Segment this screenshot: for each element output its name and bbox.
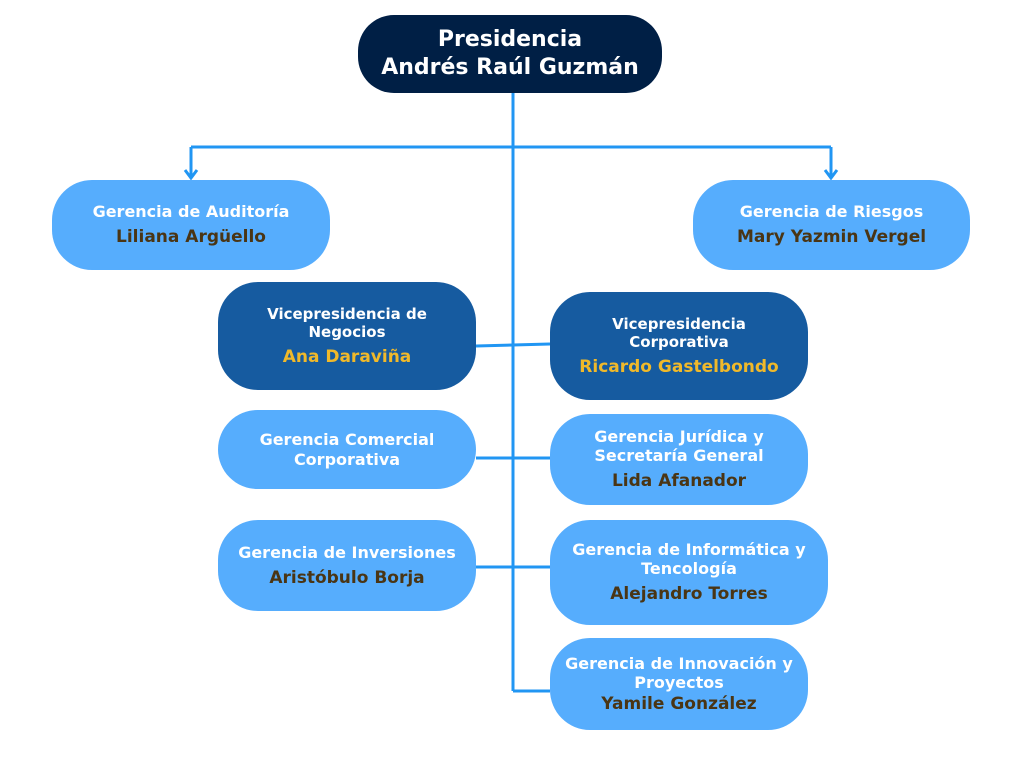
node-title: Vicepresidencia Corporativa (612, 314, 746, 351)
node-title: Vicepresidencia de Negocios (267, 304, 427, 341)
node-person: Yamile González (601, 693, 757, 714)
vp-branch-line (475, 342, 551, 348)
node-title: Gerencia de Informática y Tencología (572, 540, 806, 579)
node-vp-negocios: Vicepresidencia de Negocios Ana Daraviña (218, 282, 476, 390)
node-person: Aristóbulo Borja (269, 567, 425, 588)
node-informatica: Gerencia de Informática y Tencología Ale… (550, 520, 828, 625)
node-person: Andrés Raúl Guzmán (381, 55, 639, 80)
node-title: Gerencia de Inversiones (238, 542, 456, 562)
node-title: Presidencia (437, 26, 583, 52)
node-riesgos: Gerencia de Riesgos Mary Yazmin Vergel (693, 180, 970, 270)
node-comercial: Gerencia Comercial Corporativa (218, 410, 476, 489)
node-title: Gerencia Jurídica y Secretaría General (594, 427, 764, 466)
node-title: Gerencia de Auditoría (92, 202, 290, 222)
node-person: Alejandro Torres (610, 584, 768, 605)
arrow-down-icon (183, 169, 199, 181)
node-auditoria: Gerencia de Auditoría Liliana Argüello (52, 180, 330, 270)
arrow-down-icon (823, 169, 839, 181)
node-innovacion: Gerencia de Innovación y Proyectos Yamil… (550, 638, 808, 730)
node-title: Gerencia de Riesgos (739, 202, 924, 222)
node-person: Mary Yazmin Vergel (736, 227, 927, 248)
node-inversiones: Gerencia de Inversiones Aristóbulo Borja (218, 520, 476, 611)
node-juridica: Gerencia Jurídica y Secretaría General L… (550, 414, 808, 505)
node-title: Gerencia Comercial Corporativa (259, 430, 435, 469)
node-person: Liliana Argüello (116, 227, 266, 248)
node-vp-corporativa: Vicepresidencia Corporativa Ricardo Gast… (550, 292, 808, 400)
node-title: Gerencia de Innovación y Proyectos (565, 653, 793, 692)
node-person: Ana Daraviña (282, 346, 412, 367)
node-person: Lida Afanador (611, 471, 747, 492)
node-presidencia: Presidencia Andrés Raúl Guzmán (358, 15, 662, 93)
node-person: Ricardo Gastelbondo (579, 356, 779, 377)
